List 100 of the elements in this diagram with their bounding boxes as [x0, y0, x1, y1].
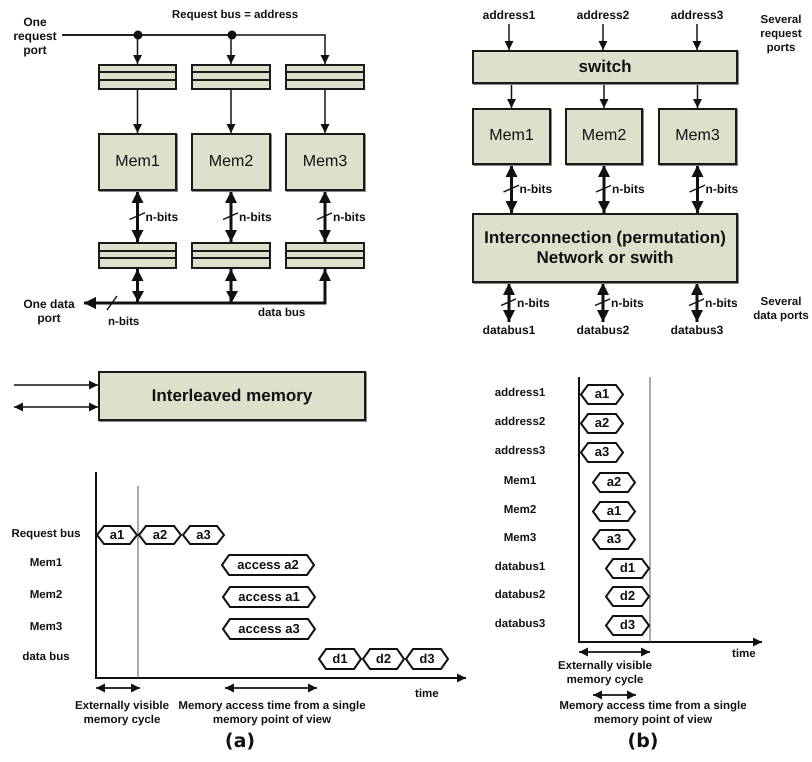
edge-label: n-bits — [332, 210, 367, 224]
token-label: a1 — [606, 504, 622, 519]
token-label: a1 — [110, 528, 124, 542]
panel-label: (a) — [224, 730, 256, 753]
box-label: Mem1 — [489, 127, 534, 146]
row-label: databus3 — [494, 618, 546, 632]
timing-token — [318, 648, 362, 670]
address-label: address1 — [482, 9, 536, 23]
timing-token — [580, 384, 624, 405]
token-label: a1 — [594, 387, 610, 402]
register-box — [285, 242, 365, 269]
port-group-label: Several data ports — [752, 296, 810, 324]
row-label: Mem3 — [502, 532, 538, 546]
row-label: Mem2 — [28, 589, 64, 603]
arrow — [225, 191, 237, 242]
token-label: a3 — [196, 528, 211, 542]
memory-box — [98, 371, 366, 421]
box-label: Mem1 — [115, 152, 160, 172]
arrow — [84, 269, 331, 309]
timing-token — [96, 525, 138, 545]
timing-token — [605, 615, 650, 636]
box-label: Mem2 — [208, 152, 254, 172]
arrow — [600, 84, 608, 108]
memory-box — [191, 133, 271, 191]
token-label: a3 — [606, 532, 622, 547]
timing-token — [221, 554, 315, 576]
edge-label: n-bits — [238, 210, 273, 224]
data-port-label: databus2 — [576, 324, 630, 338]
arrow — [133, 90, 142, 133]
row-label: Request bus — [10, 528, 82, 542]
edge-label: n-bits — [610, 296, 645, 310]
token-label: access a3 — [238, 622, 300, 636]
arrow — [692, 24, 702, 50]
arrow — [597, 283, 609, 322]
arrow — [132, 191, 144, 242]
row-label: Mem3 — [28, 621, 64, 635]
axis-label: time — [732, 648, 757, 662]
token-label: d2 — [376, 652, 392, 666]
port-label: One data port — [22, 298, 76, 326]
memory-box — [285, 133, 365, 191]
timing-token — [592, 472, 636, 493]
timing-token — [222, 586, 316, 608]
row-label: Mem1 — [28, 557, 64, 571]
axis-label: time — [415, 688, 440, 702]
edge-label: n-bits — [518, 183, 554, 196]
timing-token — [592, 529, 636, 550]
arrow — [598, 165, 610, 213]
memory-box — [658, 108, 737, 165]
memory-box — [472, 108, 551, 165]
register-box — [191, 64, 271, 90]
dimension-label: Memory access time from a single memory point of view — [178, 700, 366, 728]
box-label: Mem3 — [675, 127, 720, 146]
timing-token — [605, 586, 650, 607]
edge-label: n-bits — [704, 296, 739, 310]
network-box — [472, 213, 738, 283]
timing-token — [138, 525, 182, 545]
register-box — [98, 64, 177, 90]
token-label: d1 — [620, 561, 636, 576]
arrow — [14, 402, 98, 412]
edge-label: n-bits — [704, 183, 740, 196]
row-label: databus2 — [494, 589, 546, 603]
address-label: address3 — [670, 9, 724, 23]
timing-token — [592, 501, 636, 522]
timing-token — [580, 442, 624, 463]
row-label: Mem1 — [502, 475, 538, 489]
arrow — [319, 191, 331, 242]
arrow — [14, 380, 98, 390]
token-label: d1 — [332, 652, 348, 666]
arrow — [691, 283, 703, 322]
arrow — [693, 84, 702, 108]
arrow — [598, 24, 608, 50]
bus-label: data bus — [258, 307, 306, 321]
timing-token — [405, 648, 449, 670]
data-port-label: databus1 — [482, 324, 536, 338]
timing-token — [182, 525, 225, 545]
arrow — [62, 34, 330, 64]
row-label: data bus — [21, 651, 71, 665]
arrow — [226, 90, 236, 133]
box-label: Mem2 — [582, 127, 626, 146]
token-label: d2 — [620, 589, 636, 604]
arrow — [503, 283, 515, 322]
timing-token — [362, 648, 405, 670]
box-label: switch — [578, 57, 632, 77]
address-label: address2 — [576, 9, 630, 23]
panel-label: (b) — [626, 730, 660, 753]
arrow — [507, 84, 516, 108]
register-box — [191, 242, 271, 269]
row-label: address1 — [494, 387, 546, 401]
row-label: address2 — [494, 416, 546, 430]
box-label: Interconnection (permutation) Network or swith — [483, 228, 727, 268]
token-label: a2 — [152, 528, 168, 542]
edge-label: n-bits — [144, 210, 180, 224]
arrow — [692, 165, 704, 213]
token-label: a2 — [594, 416, 610, 431]
register-box — [98, 242, 177, 269]
memory-box — [98, 133, 177, 191]
timing-token — [605, 558, 650, 579]
token-label: d3 — [419, 652, 435, 666]
arrow — [506, 165, 518, 213]
box-label: Mem3 — [302, 152, 348, 172]
